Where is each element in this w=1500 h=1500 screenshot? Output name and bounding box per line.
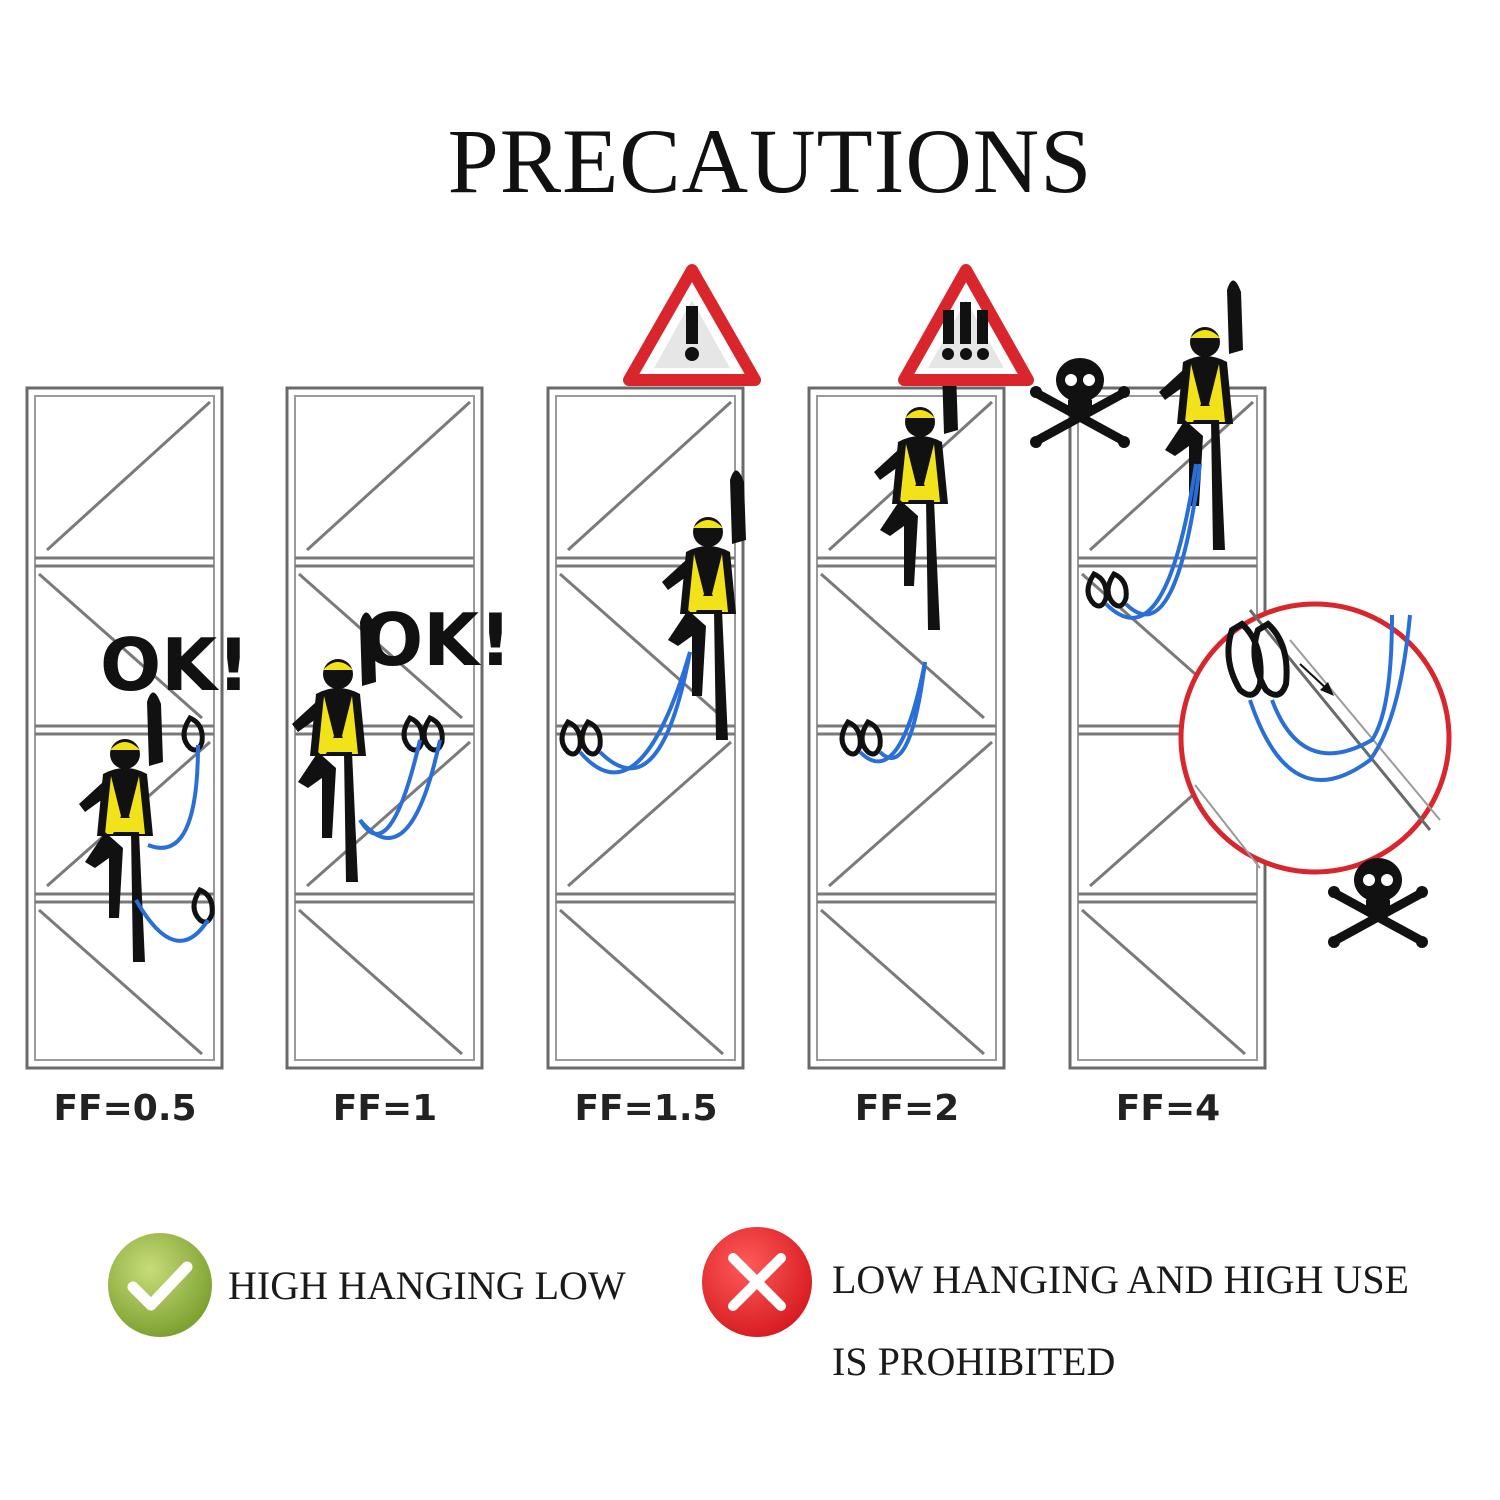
- ff-label-5: FF=4: [1115, 1088, 1221, 1129]
- ff-label-1: FF=0.5: [53, 1088, 197, 1129]
- lanyard-line: [878, 661, 927, 760]
- ok-badge-1: OK!: [100, 623, 250, 707]
- lanyard-line: [578, 651, 692, 775]
- cross-circle-icon: [702, 1227, 812, 1337]
- lanyard-line: [1124, 463, 1202, 617]
- page-title: PRECAUTIONS: [447, 110, 1093, 212]
- legend-good-text: HIGH HANGING LOW: [228, 1263, 626, 1308]
- lanyard-line: [1104, 463, 1198, 620]
- lanyard-line: [147, 744, 200, 850]
- skull-crossbones-icon: [1030, 358, 1130, 448]
- ff-label-3: FF=1.5: [574, 1088, 718, 1129]
- worker-figure-4: [874, 360, 958, 630]
- carabiner-hook-icon: [1108, 574, 1126, 606]
- check-circle-icon: [108, 1233, 212, 1337]
- lanyard-line: [358, 739, 442, 840]
- triple-warning-triangle-icon: [898, 264, 1034, 386]
- lanyard-line: [858, 661, 927, 764]
- carabiner-hook-icon: [1088, 574, 1106, 606]
- slide-arrow: [1299, 663, 1329, 691]
- arrow-head-icon: [1320, 682, 1334, 696]
- lanyard-line: [134, 899, 210, 943]
- lanyard-line: [598, 651, 692, 771]
- legend-bad-text-line2: IS PROHIBITED: [832, 1339, 1116, 1384]
- inset-brace-line: [1289, 639, 1441, 821]
- scaffold-tower-1: [25, 386, 224, 1070]
- magnified-inset: [1178, 601, 1452, 875]
- legend-bad-text-line1: LOW HANGING AND HIGH USE: [832, 1257, 1409, 1302]
- lanyard-line: [1270, 614, 1394, 756]
- carabiner-hook-icon: [1251, 620, 1290, 698]
- inset-brace-line: [1194, 784, 1261, 869]
- worker-figure-5: [1159, 280, 1243, 550]
- ff-label-4: FF=2: [854, 1088, 960, 1129]
- lanyard-line: [1248, 614, 1412, 782]
- ff-label-2: FF=1: [332, 1088, 438, 1129]
- warning-triangle-icon: [623, 264, 761, 386]
- ok-badge-2: OK!: [362, 598, 512, 682]
